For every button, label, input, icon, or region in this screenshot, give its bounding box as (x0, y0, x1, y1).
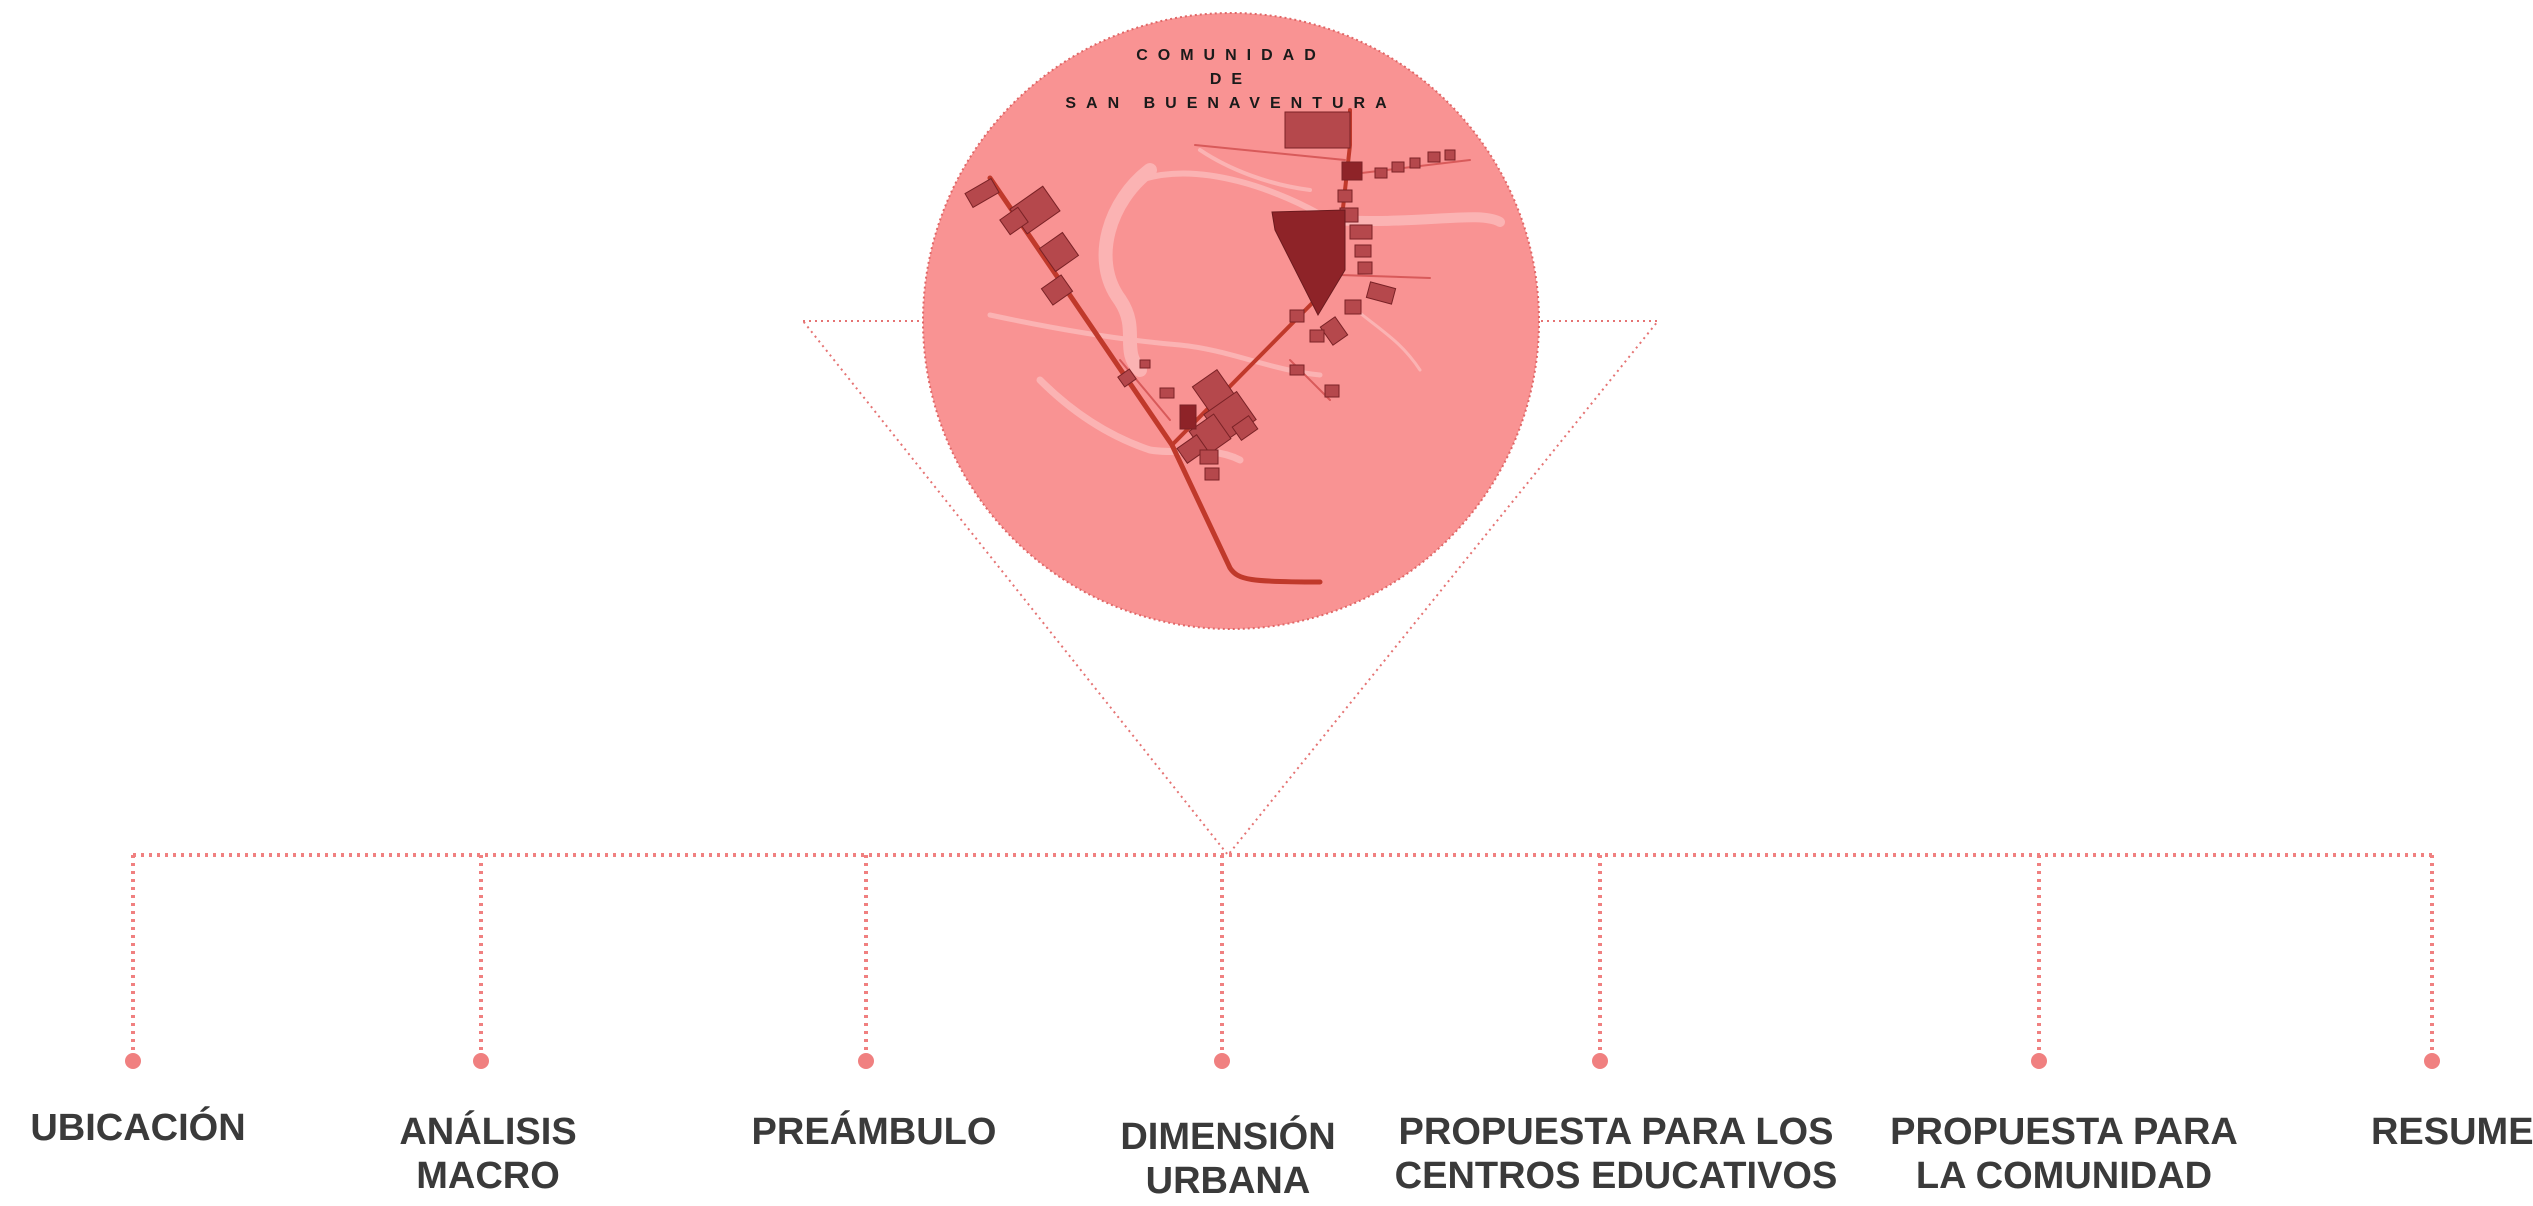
nav-item-label-3[interactable]: DIMENSIÓN URBANA (1120, 1116, 1336, 1202)
nav-item-label-6[interactable]: RESUMEN (2370, 1111, 2533, 1153)
nav-item-label-0[interactable]: UBICACIÓN (30, 1107, 246, 1149)
map-title-line-3: SAN BUENAVENTURA (1065, 95, 1397, 112)
building-blocks (964, 111, 1456, 481)
map-circle[interactable] (922, 12, 1540, 630)
nav-item-label-2[interactable]: PREÁMBULO (751, 1111, 997, 1153)
nav-item-label-1[interactable]: ANÁLISIS MACRO (399, 1111, 577, 1197)
community-map[interactable] (922, 12, 1540, 630)
highlight-area (1271, 209, 1346, 317)
nav-item-label-5[interactable]: PROPUESTA PARA LA COMUNIDAD (1890, 1111, 2238, 1197)
map-title-line-2: DE (1209, 71, 1253, 88)
nav-item-label-4[interactable]: PROPUESTA PARA LOS CENTROS EDUCATIVOS (1394, 1111, 1838, 1197)
river-lines (987, 148, 1505, 464)
map-title-line-1: COMUNIDAD (1136, 47, 1326, 64)
